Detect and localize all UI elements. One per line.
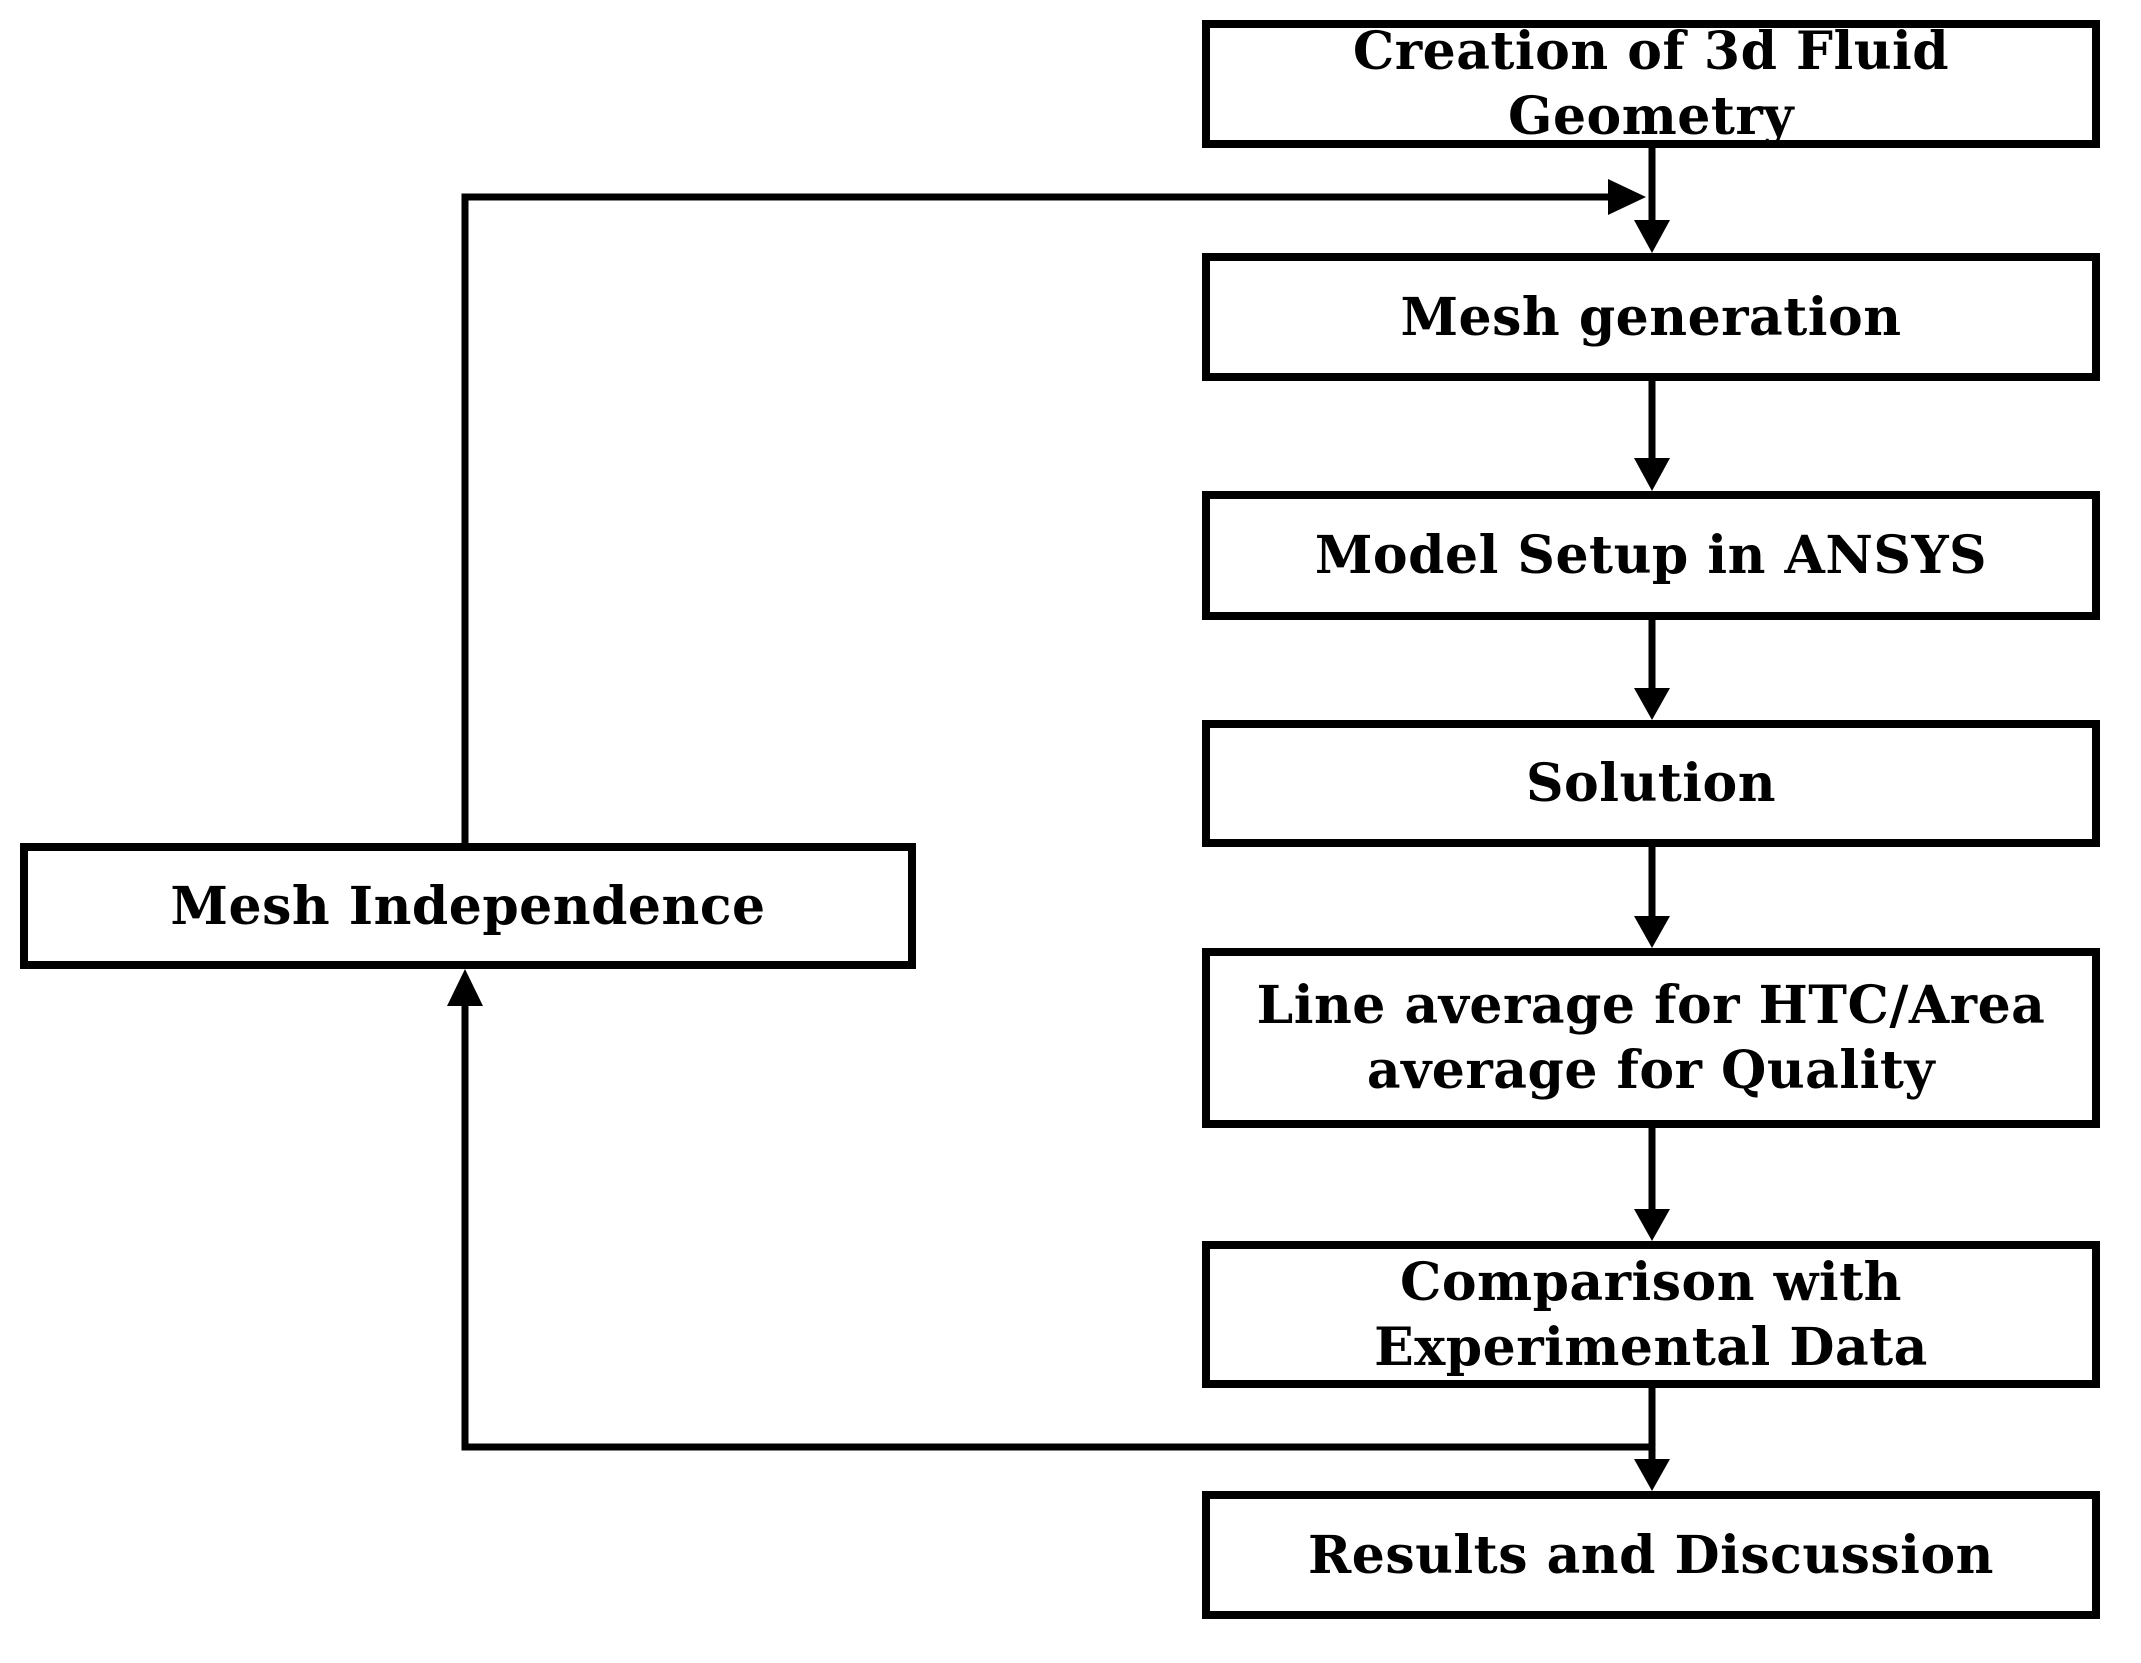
arrowhead-down-model [1634, 458, 1670, 491]
node-label: Solution [1525, 753, 1777, 814]
node-label: Line average for HTC/Area average for Qu… [1256, 975, 2046, 1101]
arrowhead-down-lineavg [1634, 916, 1670, 948]
node-label: Mesh Independence [170, 875, 766, 937]
node-comparison-with-experimental-data: Comparison with Experimental Data [1202, 1241, 2100, 1388]
node-label: Mesh generation [1400, 286, 1902, 348]
feedback-line-bottom [461, 1006, 1652, 1451]
arrowhead-up-mesh-independence [447, 969, 483, 1006]
arrowhead-right-into-meshgen-connector [1608, 179, 1646, 215]
node-line-average-for-htc-area: Line average for HTC/Area average for Qu… [1202, 948, 2100, 1128]
node-label: Comparison with Experimental Data [1374, 1251, 1928, 1378]
node-creation-of-3d-fluid-geometry: Creation of 3d Fluid Geometry [1202, 20, 2100, 148]
arrowhead-down-compare [1634, 1209, 1670, 1241]
node-solution: Solution [1202, 720, 2100, 847]
arrowhead-down-solution [1634, 688, 1670, 720]
arrowhead-down-results [1634, 1459, 1670, 1491]
node-mesh-independence: Mesh Independence [20, 843, 916, 969]
node-results-and-discussion: Results and Discussion [1202, 1491, 2100, 1619]
node-mesh-generation: Mesh generation [1202, 253, 2100, 381]
node-model-setup-in-ansys: Model Setup in ANSYS [1202, 491, 2100, 620]
arrowhead-down-meshgen [1634, 220, 1670, 253]
node-label: Model Setup in ANSYS [1314, 525, 1988, 586]
node-label: Creation of 3d Fluid Geometry [1352, 21, 1950, 147]
node-label: Results and Discussion [1308, 1524, 1994, 1586]
feedback-line-top [461, 193, 1610, 843]
